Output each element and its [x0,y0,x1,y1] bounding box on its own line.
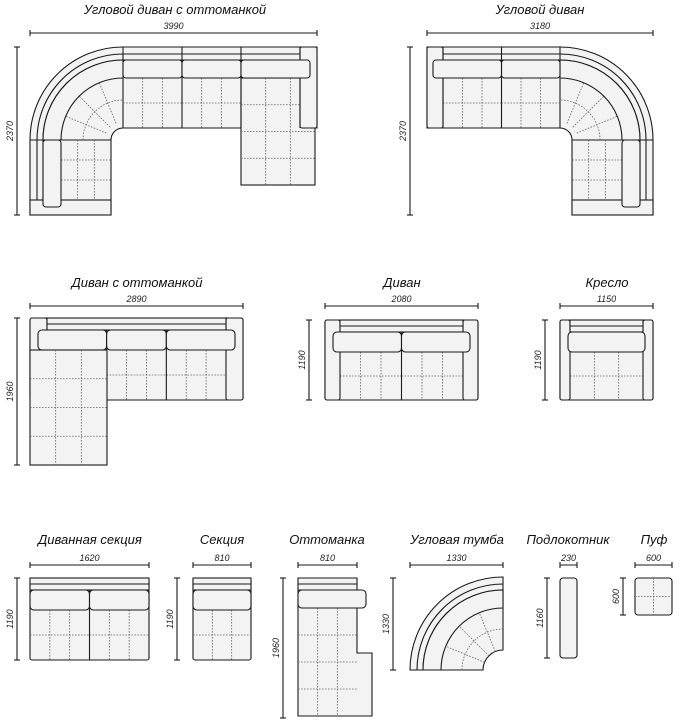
depth-label: 600 [611,589,621,604]
depth-label: 1190 [5,609,15,628]
module-title: Угловая тумба [409,532,504,547]
width-label: 230 [560,553,576,563]
back-cushion [240,59,311,79]
back-cushion [559,59,641,141]
module-title: Угловой диван [495,2,585,17]
armrest [571,199,654,216]
module-title: Диван [381,275,420,290]
seat-seam [478,612,496,652]
width-label: 600 [646,553,661,563]
back-cushion [567,331,646,353]
width-label: 810 [214,553,229,563]
pouf-drawing [634,577,673,616]
armrest [642,319,654,401]
seat-seam [559,99,601,141]
seat-seam [566,82,585,124]
ottoman-drawing [297,577,373,717]
width-label: 3180 [530,21,550,31]
corner-unit-drawing [409,576,504,671]
back-cushion [122,59,183,79]
armrest [559,319,571,401]
seat-seam [98,82,117,124]
armrest [29,199,112,216]
module-labels: Оттоманка 810 1960 [271,532,365,719]
depth-label: 1190 [533,350,543,369]
module-labels: Диванная секция 1620 1190 [5,532,150,661]
sofa-with-ottoman-drawing [29,317,244,466]
back-cushion [297,589,367,609]
back-cushion [422,589,504,671]
width-label: 1330 [446,553,466,563]
sofa-drawing [324,319,479,401]
ottoman-seat [29,349,108,466]
width-label: 1620 [79,553,99,563]
corner-sofa-drawing [426,46,654,216]
back-line [416,583,504,671]
armchair-drawing [559,319,654,401]
depth-label: 1190 [297,350,307,369]
back-cushion [29,589,91,611]
back-cushion [181,59,242,79]
module-title: Секция [200,532,244,547]
armrest [299,46,318,129]
module-labels: Угловая тумба 1330 1330 [381,532,504,671]
sofa-section-drawing [192,577,252,661]
depth-label: 1160 [535,608,545,627]
back-cushion [332,331,403,353]
seat-seam [461,628,504,671]
width-label: 3990 [163,21,183,31]
armrest-drawing [559,577,578,659]
armrest [559,577,578,659]
module-title: Угловой диван с оттоманкой [83,2,266,17]
module-labels: Угловой диван 3180 2370 [398,2,654,216]
ottoman-body [297,577,373,717]
armrest [426,46,444,129]
module-title: Пуф [641,532,668,547]
width-label: 810 [320,553,335,563]
sofa-section-double-drawing [29,577,150,661]
back-cushion [500,59,561,79]
seat-seam [458,625,490,657]
back-cushion [88,589,150,611]
back-cushion [165,329,236,351]
depth-label: 2370 [398,121,408,142]
module-title: Подлокотник [526,532,610,547]
module-title: Диван с оттоманкой [70,275,203,290]
module-title: Кресло [585,275,628,290]
back-line [443,53,647,141]
depth-label: 1330 [381,614,391,634]
depth-label: 2370 [5,121,15,142]
back-cushion [432,59,503,79]
back-cushion [37,329,108,351]
module-labels: Подлокотник 230 1160 [526,532,610,659]
module-title: Диванная секция [36,532,142,547]
width-label: 1150 [597,294,616,304]
depth-label: 1960 [271,638,281,658]
corner-sofa-with-ottoman-drawing [29,46,318,216]
back-line [36,53,300,141]
back-cushion [42,139,62,208]
width-label: 2080 [390,294,411,304]
module-labels: Пуф 600 600 [611,532,673,616]
seat-seam [82,99,124,141]
module-labels: Диван с оттоманкой 2890 1960 [5,275,244,466]
depth-label: 1960 [5,381,15,401]
module-labels: Секция 810 1190 [165,532,252,661]
back-cushion [106,329,167,351]
module-labels: Кресло 1150 1190 [533,275,654,401]
module-title: Оттоманка [289,532,365,547]
width-label: 2890 [125,294,146,304]
back-cushion [42,59,124,141]
depth-label: 1190 [165,609,175,628]
module-labels: Диван 2080 1190 [297,275,479,401]
back-cushion [621,139,641,208]
back-cushion [400,331,471,353]
module-labels: Угловой диван с оттоманкой 3990 2370 [5,2,318,216]
back-cushion [192,589,252,611]
